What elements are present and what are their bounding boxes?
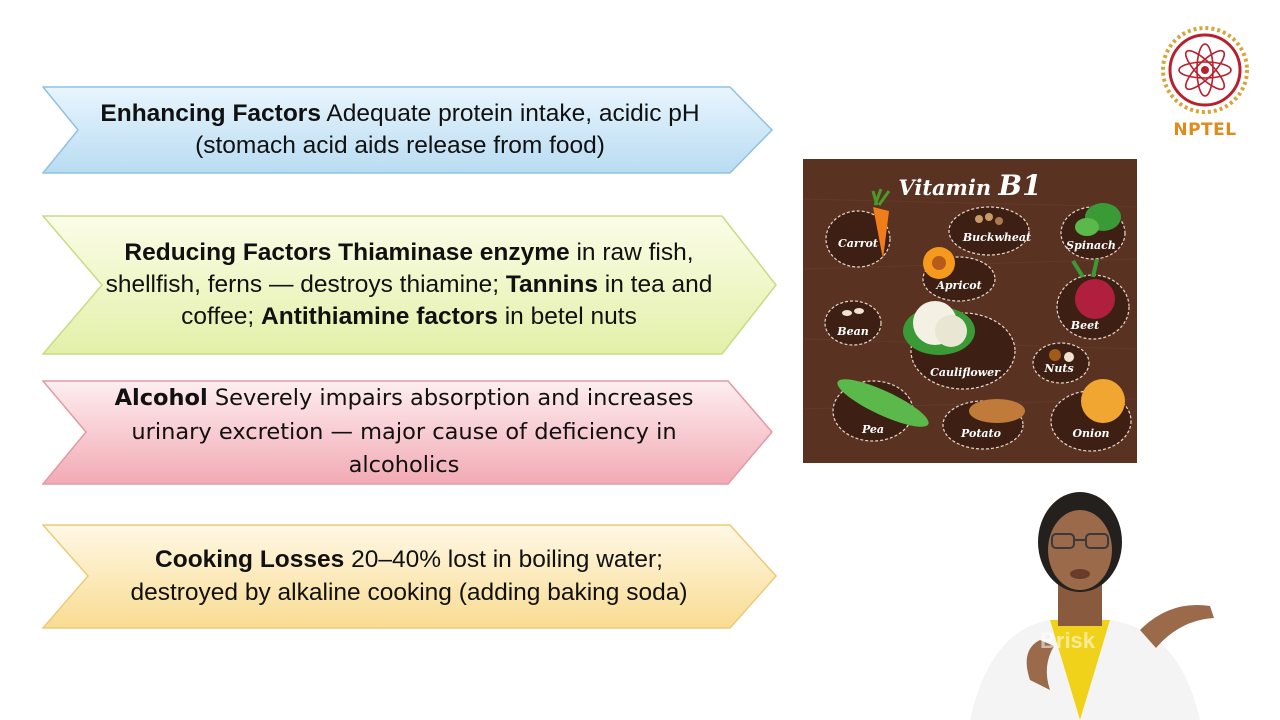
vitamin-title: Vitamin B1 xyxy=(803,169,1137,202)
reducing-factors-bold-3: Antithiamine factors xyxy=(261,303,498,331)
vitamin-foods-graphic xyxy=(803,188,1137,452)
chevron-shape xyxy=(42,524,778,629)
food-label-potato: Potato xyxy=(961,427,1001,440)
vitamin-b1-illustration: Vitamin B1 Carrot Buckwheat Spinach Apri… xyxy=(803,159,1137,463)
food-label-pea: Pea xyxy=(861,423,885,436)
video-watermark: Brisk xyxy=(1040,628,1096,653)
reducing-factors-bold-2: Tannins xyxy=(505,270,598,298)
alcohol-body: Severely impairs absorption and increase… xyxy=(131,384,694,479)
presenter-video xyxy=(970,492,1214,720)
cooking-losses-title: Cooking Losses xyxy=(155,546,345,574)
nptel-logo-text: NPTEL xyxy=(1173,120,1237,140)
food-label-spinach: Spinach xyxy=(1066,239,1116,252)
cooking-losses-chevron: Cooking Losses 20–40% lost in boiling wa… xyxy=(42,524,778,629)
alcohol-text: Alcohol Severely impairs absorption and … xyxy=(94,380,714,485)
food-label-nuts: Nuts xyxy=(1044,362,1074,375)
enhancing-factors-body: Adequate protein intake, acidic pH (stom… xyxy=(195,99,700,159)
reducing-factors-text-2: in tea and coffee; xyxy=(181,270,713,331)
reducing-factors-chevron: Reducing Factors Thiaminase enzyme in ra… xyxy=(42,215,778,355)
enhancing-factors-chevron: Enhancing Factors Adequate protein intak… xyxy=(42,86,774,174)
vitamin-title-prefix: Vitamin xyxy=(898,175,999,200)
chevron-shape xyxy=(42,380,773,485)
enhancing-factors-title: Enhancing Factors xyxy=(100,99,321,127)
reducing-factors-bold-1: Thiaminase enzyme xyxy=(338,238,570,266)
alcohol-title: Alcohol xyxy=(114,384,208,411)
food-label-carrot: Carrot xyxy=(838,237,878,250)
food-label-apricot: Apricot xyxy=(936,279,982,292)
food-label-buckwheat: Buckwheat xyxy=(962,231,1032,244)
cooking-losses-body: 20–40% lost in boiling water; destroyed … xyxy=(130,546,688,606)
food-label-beet: Beet xyxy=(1070,319,1100,332)
nptel-logo-icon xyxy=(1161,26,1249,114)
food-label-bean: Bean xyxy=(837,325,869,338)
reducing-factors-text-1: in raw fish, shellfish, ferns — destroys… xyxy=(105,238,694,298)
chevron-shape xyxy=(42,215,777,355)
reducing-factors-text-3: in betel nuts xyxy=(497,303,637,331)
food-label-cauliflower: Cauliflower xyxy=(930,366,1000,379)
enhancing-factors-text: Enhancing Factors Adequate protein intak… xyxy=(90,86,710,174)
reducing-factors-text: Reducing Factors Thiaminase enzyme in ra… xyxy=(104,215,714,355)
vitamin-title-main: B1 xyxy=(998,169,1042,202)
cooking-losses-text: Cooking Losses 20–40% lost in boiling wa… xyxy=(104,524,714,629)
alcohol-chevron: Alcohol Severely impairs absorption and … xyxy=(42,380,774,485)
chevron-shape xyxy=(42,86,774,174)
food-label-onion: Onion xyxy=(1072,427,1110,440)
reducing-factors-title: Reducing Factors xyxy=(124,238,332,266)
